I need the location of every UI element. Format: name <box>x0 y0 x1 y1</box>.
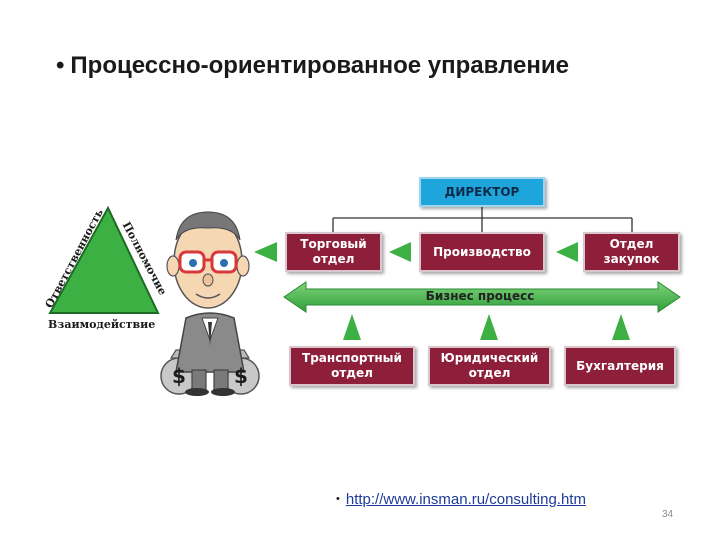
reference-row: • http://www.insman.ru/consulting.htm <box>336 491 586 508</box>
reference-link[interactable]: http://www.insman.ru/consulting.htm <box>345 491 586 508</box>
title-bullet: • <box>56 52 65 79</box>
business-process-arrow <box>283 281 681 313</box>
dollar-sign-right: $ <box>234 364 248 388</box>
hair <box>175 211 241 241</box>
arrow-left-to-person <box>254 242 277 262</box>
arrow-left-production <box>389 242 411 262</box>
director-box: ДИРЕКТОР <box>419 177 545 207</box>
department-box-sales: Торговый отдел <box>285 232 382 272</box>
department-box-production: Производство <box>419 232 545 272</box>
dollar-sign-left: $ <box>172 364 186 388</box>
department-box-legal: Юридический отдел <box>428 346 551 386</box>
department-box-transport: Транспортный отдел <box>289 346 415 386</box>
org-connectors <box>332 207 633 232</box>
triangle-label-interaction: Взаимодействие <box>48 318 156 331</box>
responsibility-triangle <box>48 205 160 314</box>
reference-bullet: • <box>336 493 340 505</box>
page-number: 34 <box>662 509 674 520</box>
slide-title: •Процессно-ориентированное управление <box>56 52 569 80</box>
arrow-up-accounting <box>612 314 630 340</box>
arrow-up-transport <box>343 314 361 340</box>
arrow-up-legal <box>480 314 498 340</box>
arrow-left-purchase <box>556 242 578 262</box>
businessman-illustration <box>160 211 260 396</box>
department-box-purchasing: Отдел закупок <box>583 232 680 272</box>
title-text: Процессно-ориентированное управление <box>70 52 569 79</box>
business-process-label: Бизнес процесс <box>425 289 535 303</box>
department-box-accounting: Бухгалтерия <box>564 346 676 386</box>
